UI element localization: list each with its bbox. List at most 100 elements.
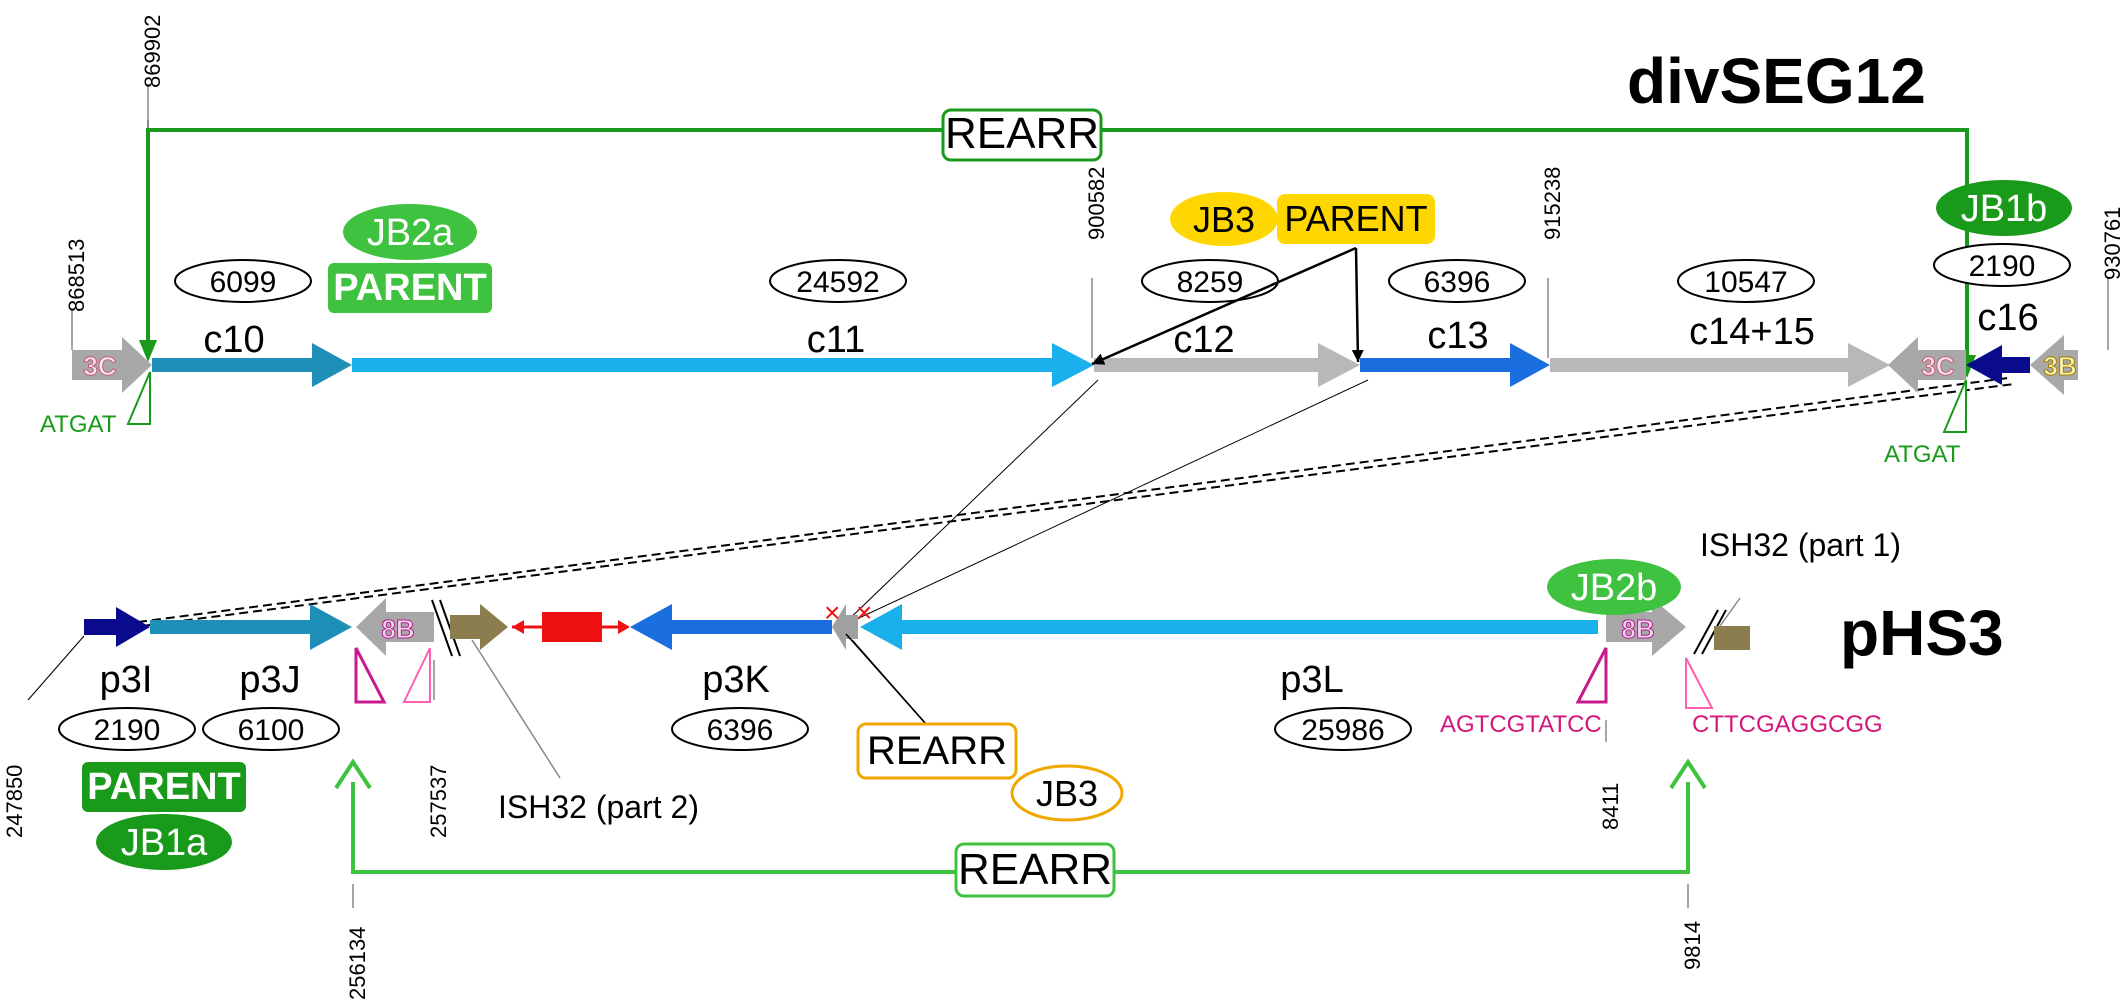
arrow-p3l — [860, 604, 1598, 650]
segment-c12-label: c12 — [1173, 319, 1234, 361]
arrow-p3j — [150, 604, 352, 650]
arrow-c10 — [152, 343, 352, 387]
svg-text:6100: 6100 — [238, 714, 305, 747]
coord-257537: 257537 — [426, 765, 451, 838]
cross-mark-right: × — [856, 597, 872, 628]
svg-text:8259: 8259 — [1177, 266, 1244, 299]
ish32-part1-block — [1714, 626, 1750, 650]
tag-parent-jb3: PARENT — [1277, 194, 1435, 244]
length-oval-c11: 24592 — [769, 259, 907, 303]
tag-jb1b: JB1b — [1936, 180, 2072, 236]
ish32-part2-label: ISH32 (part 2) — [498, 789, 699, 825]
segment-c10-label: c10 — [203, 319, 264, 361]
arrow-c16 — [1966, 345, 2030, 385]
coord-9814: 9814 — [1680, 921, 1705, 970]
length-oval-c16: 2190 — [1933, 243, 2071, 287]
svg-text:24592: 24592 — [796, 266, 879, 299]
length-oval-c10: 6099 — [174, 259, 312, 303]
cross-mark-left: × — [824, 597, 840, 628]
svg-text:PARENT: PARENT — [333, 267, 486, 309]
tag-parent-jb1a: PARENT — [82, 762, 246, 812]
pointer-parent-c12 — [1091, 246, 1357, 366]
segment-p3k-label: p3K — [702, 659, 770, 701]
flag-magenta-right — [1575, 647, 1608, 704]
arrow-olive — [450, 604, 508, 650]
seq-atgat-left: ATGAT — [40, 411, 117, 438]
svg-text:JB3: JB3 — [1036, 773, 1098, 814]
flag-magenta-left — [354, 647, 387, 704]
svg-text:PARENT: PARENT — [1284, 198, 1427, 239]
arrow-small-grey — [832, 604, 858, 650]
seq-agtcgtatcc: AGTCGTATCC — [1440, 711, 1602, 738]
length-oval-p3j: 6100 — [202, 707, 340, 751]
segment-c16-label: c16 — [1977, 297, 2038, 339]
svg-text:6099: 6099 — [210, 266, 277, 299]
length-oval-p3l: 25986 — [1274, 707, 1412, 751]
title-phs3: pHS3 — [1840, 597, 2004, 669]
ish32-part1-label: ISH32 (part 1) — [1700, 527, 1901, 563]
tag-jb3-mid: JB3 — [1010, 764, 1124, 822]
coord-930761: 930761 — [2100, 207, 2125, 280]
rearr-top-box — [941, 108, 1103, 162]
flag-atgat-right — [1942, 379, 1967, 433]
svg-text:25986: 25986 — [1301, 714, 1384, 747]
rearr-top-label: REARR — [945, 109, 1099, 158]
arrow-8b-right-label: 8B — [1621, 614, 1654, 644]
coord-869902: 869902 — [140, 15, 165, 88]
tag-jb2a: JB2a — [343, 204, 477, 260]
svg-text:PARENT: PARENT — [87, 766, 240, 808]
segment-c14-15-label: c14+15 — [1689, 311, 1815, 353]
svg-text:JB2a: JB2a — [367, 212, 454, 254]
coord-8411: 8411 — [1598, 783, 1623, 830]
pointer-parent-c13 — [1351, 247, 1364, 363]
pointer-rearr-mid-2 — [851, 639, 927, 725]
svg-text:JB1b: JB1b — [1961, 188, 2048, 230]
top-track: 3C 3C 3B c10 c11 c12 c13 c14+15 c16 6099 — [40, 15, 2125, 468]
tag-jb3-top: JB3 — [1170, 192, 1278, 246]
tag-jb2b: JB2b — [1547, 559, 1681, 615]
rearr-top-bracket: REARR — [139, 108, 1976, 378]
svg-text:6396: 6396 — [707, 714, 774, 747]
coord-900582: 900582 — [1084, 167, 1109, 240]
segment-c13-label: c13 — [1427, 315, 1488, 357]
coord-256134: 256134 — [345, 927, 370, 1000]
segment-p3l-label: p3L — [1280, 659, 1343, 701]
segment-c11-label: c11 — [807, 319, 865, 361]
arrow-3c-right — [1888, 337, 1966, 393]
svg-text:2190: 2190 — [1969, 250, 2036, 283]
rearr-bottom-label: REARR — [958, 845, 1112, 894]
arrow-p3k — [630, 604, 832, 650]
arrow-p3i — [84, 607, 150, 647]
rearr-bottom-box — [954, 842, 1116, 898]
tag-parent-jb2a: PARENT — [328, 263, 492, 313]
arrow-c12 — [1094, 343, 1360, 387]
arrow-c11 — [352, 343, 1094, 387]
svg-text:2190: 2190 — [94, 714, 161, 747]
arrow-c13 — [1360, 343, 1550, 387]
coord-247850: 247850 — [2, 765, 27, 838]
flag-pink-right — [1685, 657, 1714, 709]
arrow-8b-left — [356, 598, 434, 656]
svg-text:JB3: JB3 — [1193, 199, 1255, 240]
arrow-3b — [2030, 335, 2078, 395]
segment-p3i-label: p3I — [100, 659, 153, 701]
tag-jb1a: JB1a — [96, 814, 232, 870]
title-divseg12: divSEG12 — [1627, 45, 1926, 117]
arrow-c14-15 — [1550, 343, 1890, 387]
arrow-8b-left-label: 8B — [381, 614, 414, 644]
segment-p3j-label: p3J — [239, 659, 300, 701]
seq-cttcgaggcgg: CTTCGAGGCGG — [1692, 711, 1883, 738]
svg-text:JB1a: JB1a — [121, 822, 208, 864]
svg-text:10547: 10547 — [1704, 266, 1787, 299]
arrow-3c-left — [72, 337, 152, 393]
svg-text:JB2b: JB2b — [1571, 567, 1658, 609]
tag-rearr-mid: REARR — [856, 722, 1018, 780]
connector-lines — [137, 377, 2015, 627]
arrow-3b-label: 3B — [2043, 351, 2076, 381]
seq-atgat-right: ATGAT — [1884, 441, 1961, 468]
length-oval-c14-15: 10547 — [1677, 259, 1815, 303]
red-element — [512, 612, 630, 642]
flag-pink-left — [402, 647, 431, 703]
rearr-bottom-bracket: REARR — [334, 758, 1707, 898]
